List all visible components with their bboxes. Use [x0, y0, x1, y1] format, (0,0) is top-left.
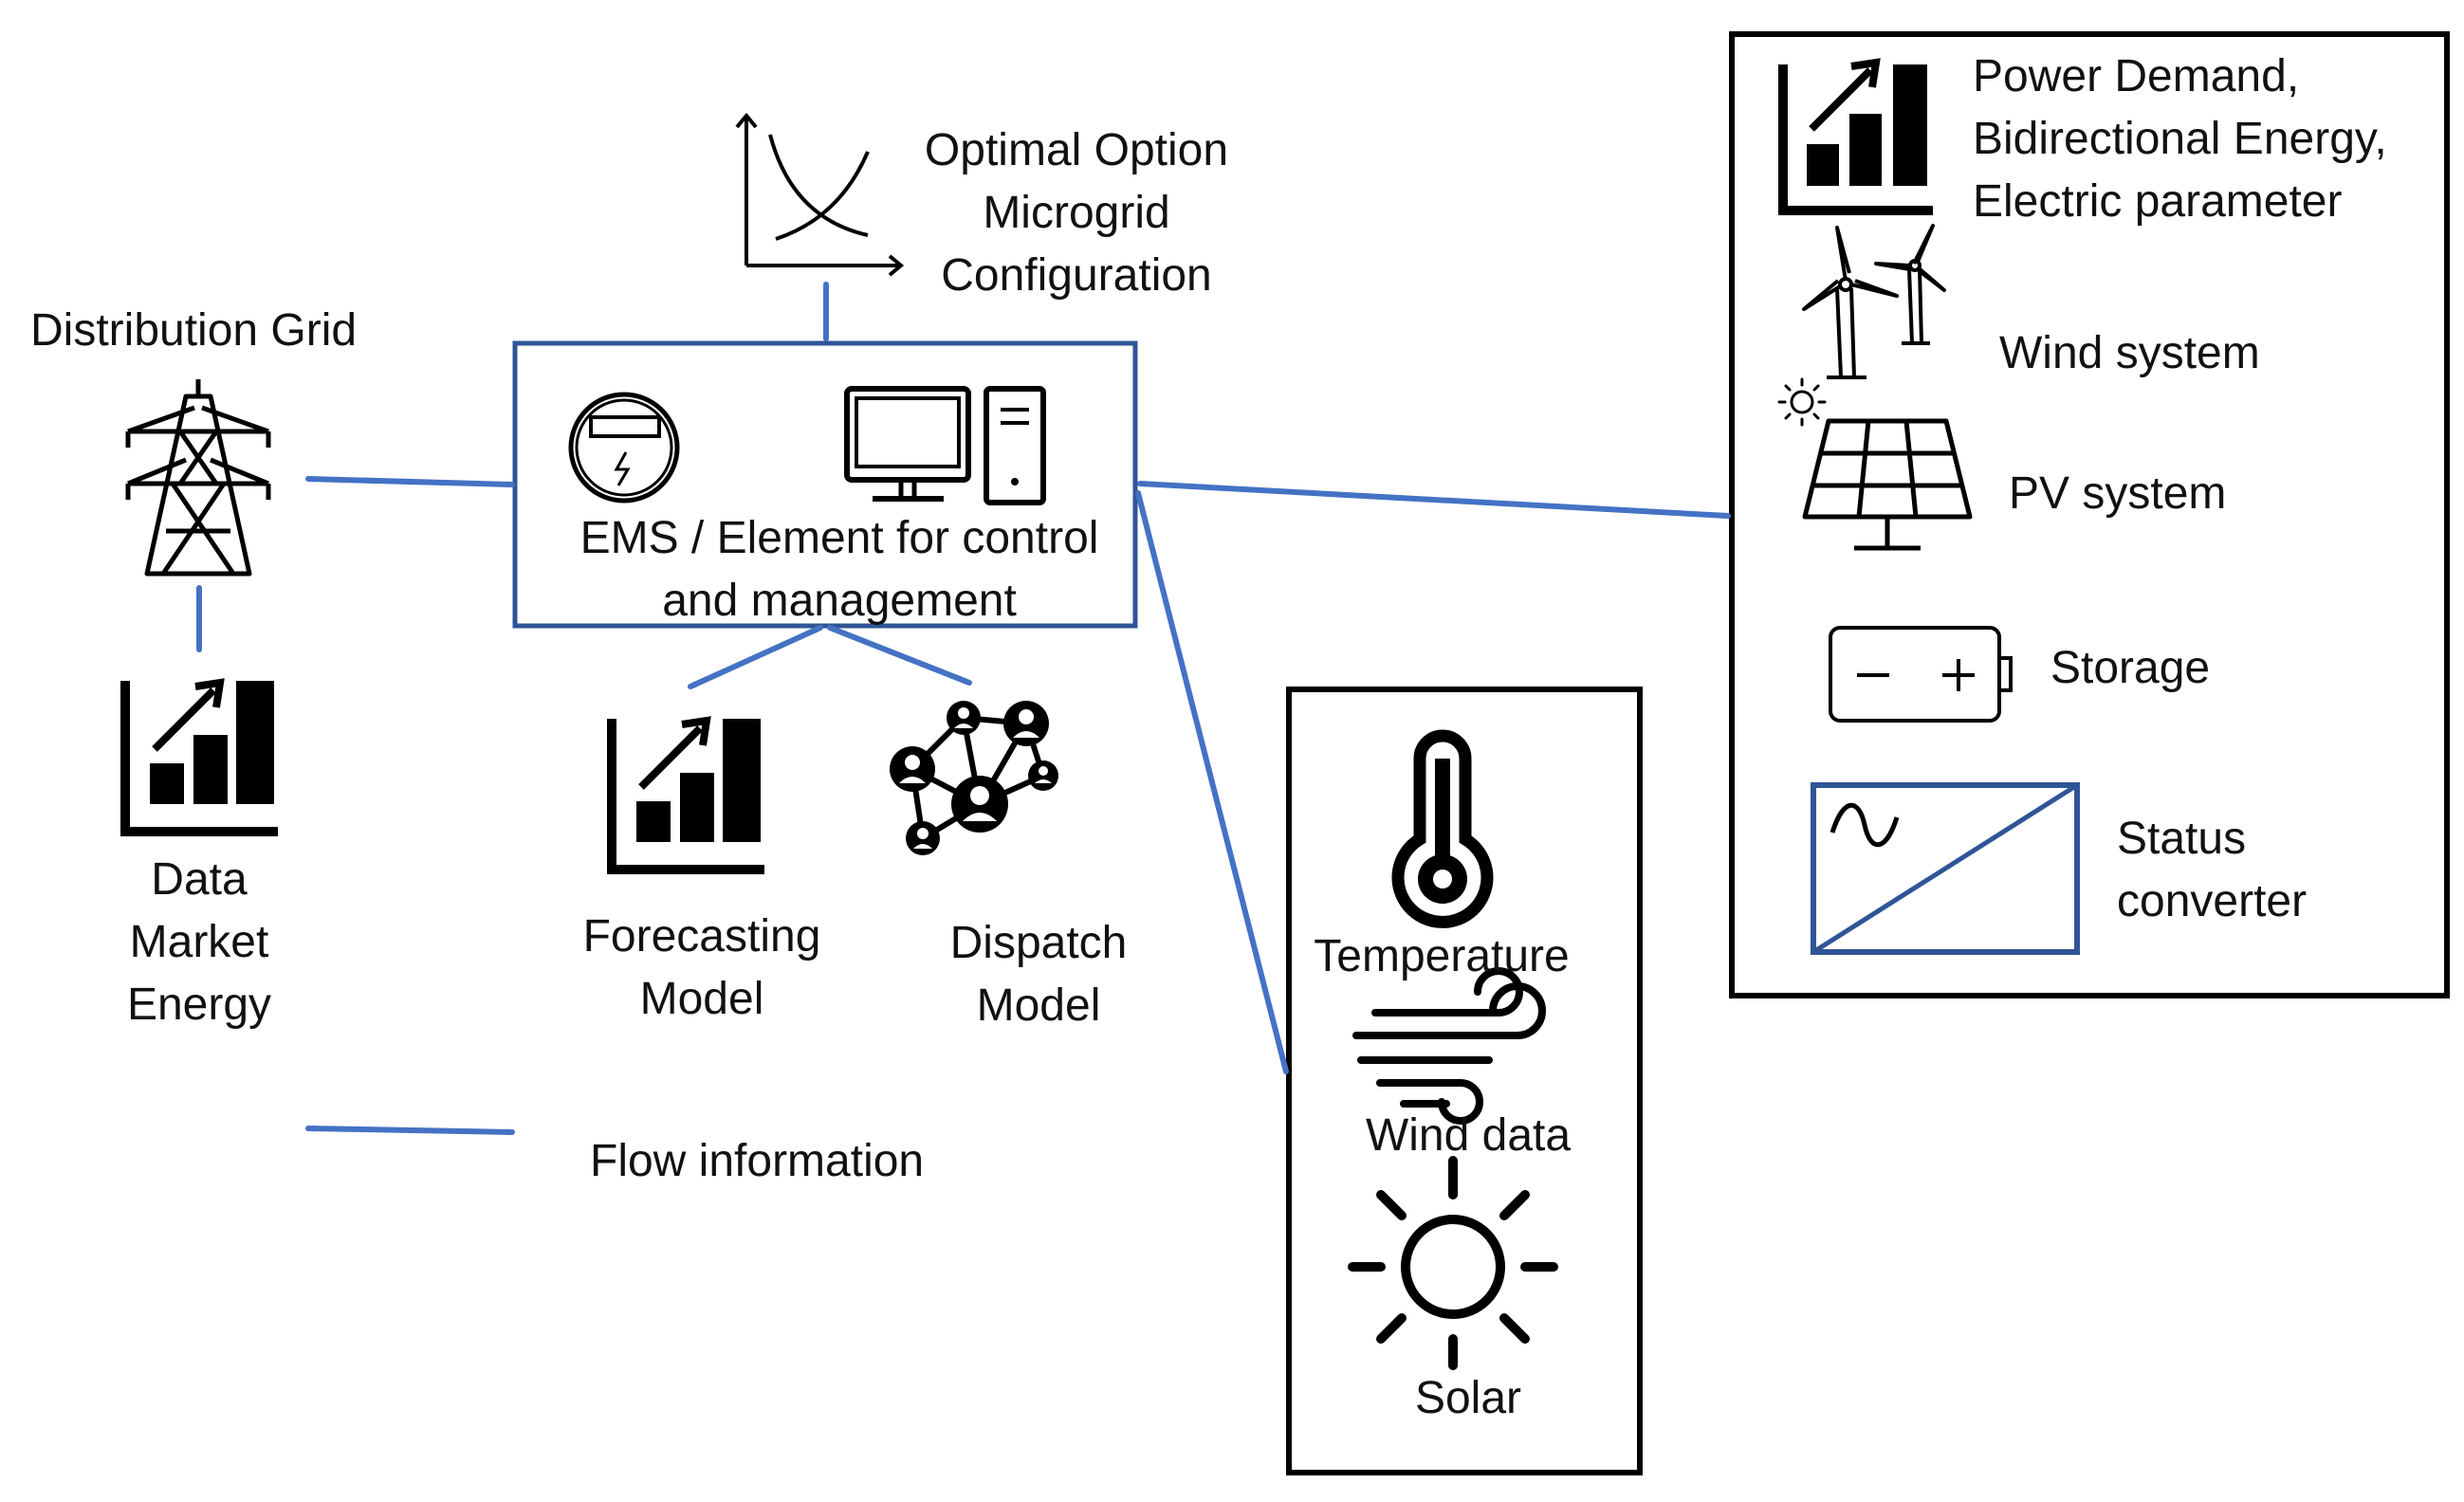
power-demand-line-2: Bidirectional Energy, [1973, 114, 2387, 164]
status-converter-line-1: Status [2117, 814, 2247, 864]
arrow-legend-flow [305, 1125, 515, 1136]
flow-information-label: Flow information [590, 1136, 925, 1186]
solar-label: Solar [1414, 1373, 1522, 1423]
ems-line-2: and management [662, 576, 1017, 626]
forecasting-model-line-2: Model [639, 974, 764, 1024]
dispatch-model-line-2: Model [976, 980, 1101, 1031]
converter-icon [1811, 782, 2080, 955]
bar-chart-growth-icon [1778, 58, 1933, 215]
desktop-computer-icon [844, 386, 1046, 505]
dispatch-model-label: Dispatch Model [910, 912, 1167, 1037]
power-demand-line-1: Power Demand, [1973, 51, 2300, 101]
power-demand-label: Power Demand, Bidirectional Energy, Elec… [1973, 46, 2387, 233]
network-people-icon [890, 701, 1058, 855]
arrow-ems-microgrid [1137, 480, 1731, 520]
bar-chart-growth-icon [120, 678, 278, 836]
ems-label: EMS / Element for control and management [526, 507, 1152, 632]
data-market-energy-label: Data Market Energy [85, 849, 313, 1036]
optimization-curve-icon [735, 112, 905, 277]
distribution-grid-label: Distribution Grid [30, 305, 358, 356]
arrow-ems-weather [1135, 490, 1289, 1074]
sun-icon [1348, 1156, 1558, 1370]
arrow-grid-ems [305, 475, 515, 488]
wind-turbine-icon [1802, 224, 1946, 379]
optimal-option-line-3: Configuration [941, 250, 1212, 301]
wind-system-label: Wind system [1999, 328, 2260, 378]
wind-icon [1352, 967, 1546, 1125]
optimal-option-label: Optimal Option Microgrid Configuration [882, 119, 1271, 307]
arrow-ems-forecasting [688, 625, 823, 689]
transmission-tower-icon [125, 379, 271, 577]
optimal-option-line-2: Microgrid [983, 188, 1170, 238]
battery-icon [1829, 626, 2013, 723]
thermometer-icon [1391, 729, 1494, 928]
forecasting-model-line-1: Forecasting [582, 911, 821, 962]
ems-line-1: EMS / Element for control [579, 513, 1099, 563]
arrow-ems-dispatch [827, 625, 972, 686]
pv-system-label: PV system [2009, 468, 2227, 519]
weather-box [1286, 687, 1643, 1475]
data-market-energy-line-1: Data [151, 854, 248, 905]
optimal-option-line-1: Optimal Option [924, 125, 1229, 175]
wind-data-label: Wind data [1365, 1110, 1572, 1161]
sun-icon [1777, 377, 1827, 427]
status-converter-line-2: converter [2117, 876, 2308, 926]
storage-label: Storage [2050, 643, 2211, 693]
status-converter-label: Status converter [2117, 808, 2307, 933]
temperature-label: Temperature [1314, 931, 1570, 981]
power-demand-line-3: Electric parameter [1973, 176, 2343, 227]
forecasting-model-label: Forecasting Model [560, 906, 844, 1031]
microgrid-box [1729, 31, 2450, 998]
bar-chart-growth-icon [607, 716, 764, 874]
dispatch-model-line-1: Dispatch [949, 918, 1128, 968]
data-market-energy-line-2: Market [129, 917, 269, 967]
electric-meter-icon [568, 392, 680, 504]
solar-panel-icon [1802, 418, 1973, 551]
data-market-energy-line-3: Energy [126, 980, 272, 1030]
